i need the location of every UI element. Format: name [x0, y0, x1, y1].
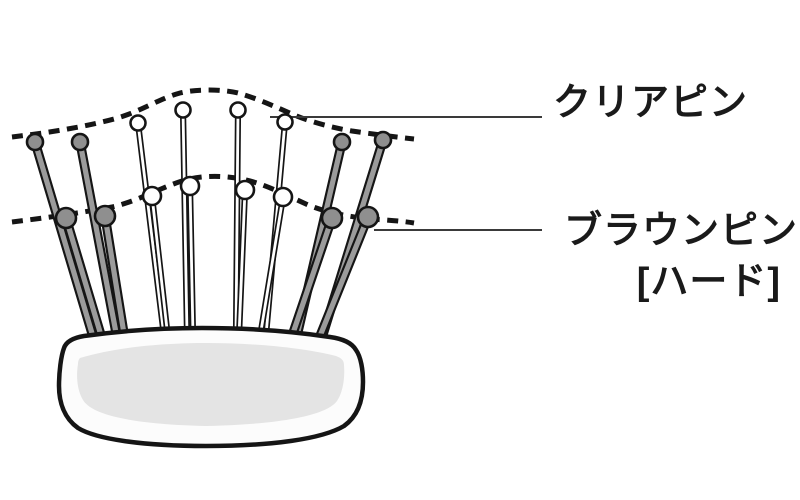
brown-pin-hardness-label: [ハード]: [636, 261, 781, 303]
brown-pin-label: ブラウンピン: [563, 210, 798, 252]
brown-pin: [93, 204, 130, 345]
clear-pin: [129, 114, 168, 340]
clear-pin: [179, 175, 201, 339]
clear-pin-label: クリアピン: [553, 82, 749, 124]
clear-pin: [174, 101, 192, 338]
brown-pin: [54, 206, 108, 347]
clear-pin: [256, 186, 294, 341]
brown-pin: [311, 205, 380, 351]
brush-base: [56, 325, 366, 449]
brown-pin: [70, 132, 122, 343]
clear-pin: [234, 179, 256, 340]
clear-pin: [229, 101, 247, 338]
clear-pin: [141, 185, 172, 342]
tall-pins-height-contour-line: [11, 87, 415, 142]
brown-pin: [285, 206, 344, 347]
brush-base-pad: [77, 343, 345, 426]
brown-pin-label-group: ブラウンピン [ハード]: [564, 212, 798, 301]
brown-pin: [25, 132, 99, 345]
